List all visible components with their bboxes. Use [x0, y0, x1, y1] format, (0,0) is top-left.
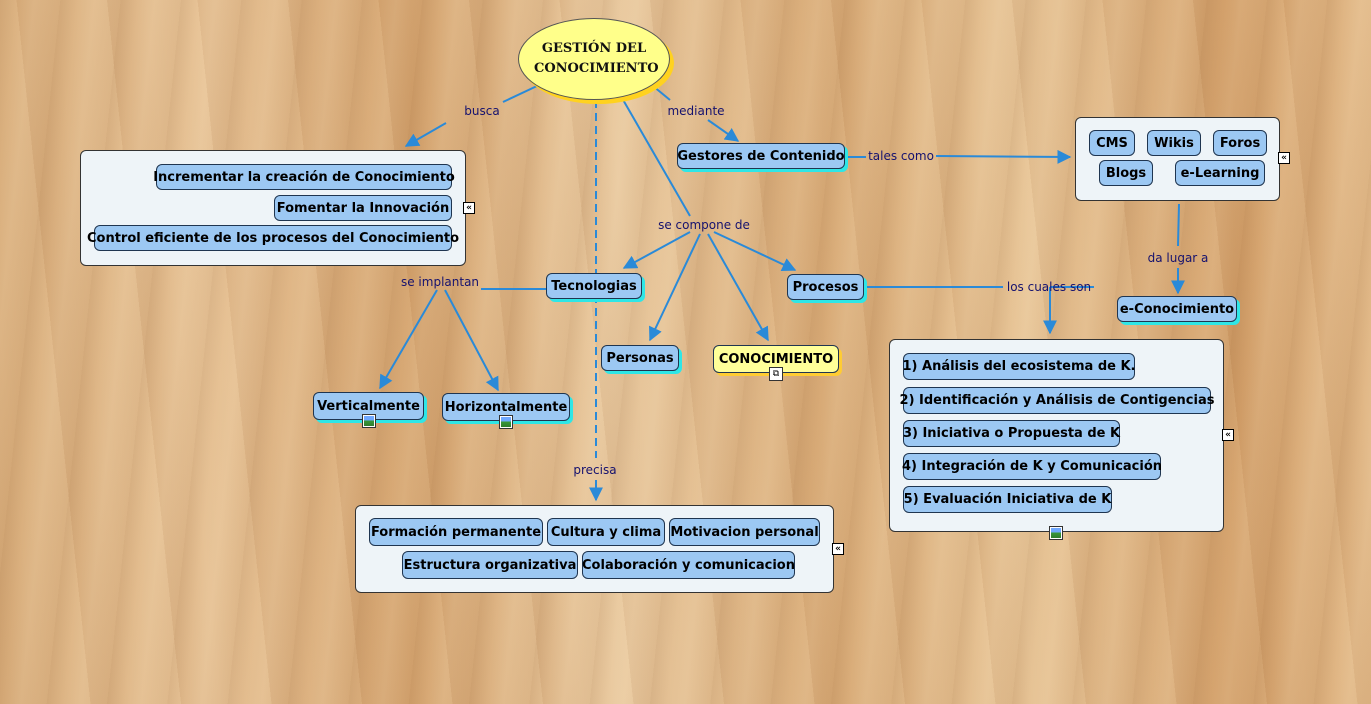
image-icon[interactable]: [362, 414, 376, 428]
step-item[interactable]: 3) Iniciativa o Propuesta de K: [903, 420, 1120, 447]
tool-item[interactable]: e-Learning: [1175, 160, 1265, 186]
tool-item[interactable]: CMS: [1089, 130, 1135, 156]
link-label-se-compone-de: se compone de: [658, 218, 750, 232]
collapse-icon[interactable]: «: [832, 543, 844, 555]
busca-item[interactable]: Control eficiente de los procesos del Co…: [87, 225, 459, 251]
busca-item[interactable]: Fomentar la Innovación: [274, 195, 452, 221]
link-label-precisa: precisa: [573, 463, 617, 477]
step-item[interactable]: 5) Evaluación Iniciativa de K: [903, 486, 1112, 513]
personas-node[interactable]: Personas: [601, 345, 679, 371]
collapse-icon[interactable]: «: [1222, 429, 1234, 441]
collapse-icon[interactable]: «: [463, 202, 475, 214]
precisa-item[interactable]: Motivacion personal: [669, 518, 820, 546]
step-item[interactable]: 4) Integración de K y Comunicación: [902, 453, 1162, 480]
tool-item[interactable]: Blogs: [1099, 160, 1153, 186]
precisa-item[interactable]: Formación permanente: [369, 518, 543, 546]
link-label-mediante: mediante: [667, 104, 725, 118]
precisa-item[interactable]: Estructura organizativa: [402, 551, 578, 579]
precisa-item[interactable]: Colaboración y comunicacion: [582, 551, 795, 579]
link-label-los-cuales-son: los cuales son: [1006, 280, 1092, 294]
step-item[interactable]: 1) Análisis del ecosistema de K.: [903, 353, 1136, 380]
busca-item[interactable]: Incrementar la creación de Conocimiento: [153, 164, 455, 190]
root-node[interactable]: GESTIÓN DEL CONOCIMIENTO: [518, 18, 670, 100]
tool-item[interactable]: Foros: [1213, 130, 1267, 156]
collapse-icon[interactable]: «: [1278, 152, 1290, 164]
tool-item[interactable]: Wikis: [1147, 130, 1201, 156]
gestores-node[interactable]: Gestores de Contenido: [677, 143, 845, 169]
econocimiento-node[interactable]: e-Conocimiento: [1117, 296, 1237, 322]
root-title: GESTIÓN DEL CONOCIMIENTO: [534, 41, 659, 76]
concept-map-icon[interactable]: ⧉: [769, 367, 783, 381]
precisa-item[interactable]: Cultura y clima: [547, 518, 665, 546]
link-label-se-implantan: se implantan: [400, 275, 480, 289]
link-label-da-lugar-a: da lugar a: [1147, 251, 1209, 265]
step-item[interactable]: 2) Identificación y Análisis de Contigen…: [900, 387, 1214, 414]
tecnologias-node[interactable]: Tecnologias: [546, 273, 642, 299]
link-label-busca: busca: [464, 104, 500, 118]
procesos-node[interactable]: Procesos: [787, 274, 864, 300]
link-label-tales-como: tales como: [868, 149, 934, 163]
horizontalmente-node[interactable]: Horizontalmente: [442, 393, 570, 421]
image-icon[interactable]: [499, 415, 513, 429]
image-icon[interactable]: [1049, 526, 1063, 540]
